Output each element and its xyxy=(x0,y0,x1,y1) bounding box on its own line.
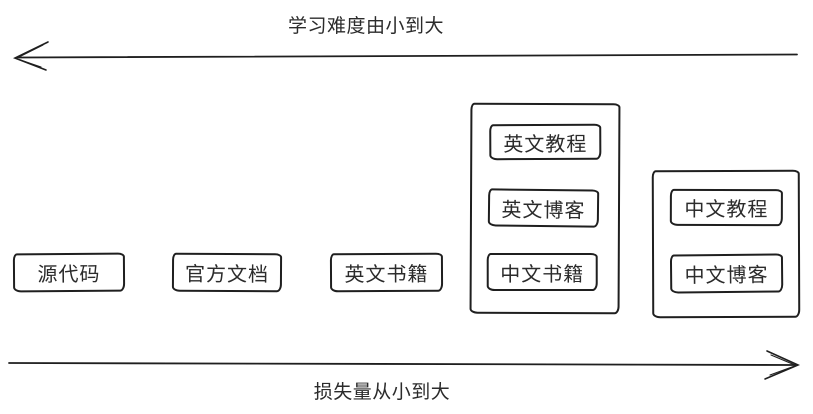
top-axis-arrow-left xyxy=(12,41,798,71)
node-chinese-books: 中文书籍 xyxy=(486,252,598,292)
node-chinese-tutorials: 中文教程 xyxy=(669,188,783,227)
node-chinese-blogs: 中文博客 xyxy=(669,253,784,294)
node-source-code-label: 源代码 xyxy=(37,263,101,287)
group-english-resources: 英文教程 英文博客 中文书籍 xyxy=(469,102,621,315)
node-english-tutorials-label: 英文教程 xyxy=(503,133,588,156)
node-source-code: 源代码 xyxy=(12,252,126,293)
bottom-axis-arrow-right xyxy=(8,350,800,380)
node-chinese-books-label: 中文书籍 xyxy=(500,263,585,286)
group-chinese-resources: 中文教程 中文博客 xyxy=(651,169,801,319)
bottom-axis-label: 损失量从小到大 xyxy=(313,382,451,403)
node-chinese-blogs-label: 中文博客 xyxy=(684,264,769,288)
node-english-blogs: 英文博客 xyxy=(487,188,600,228)
node-english-blogs-label: 英文博客 xyxy=(501,199,586,222)
node-english-books: 英文书籍 xyxy=(329,252,444,293)
top-axis-label: 学习难度由小到大 xyxy=(288,16,445,37)
node-english-tutorials: 英文教程 xyxy=(489,123,602,161)
node-english-books-label: 英文书籍 xyxy=(344,263,429,287)
node-chinese-tutorials-label: 中文教程 xyxy=(684,198,769,222)
node-official-docs-label: 官方文档 xyxy=(184,263,270,287)
node-official-docs: 官方文档 xyxy=(171,252,283,293)
